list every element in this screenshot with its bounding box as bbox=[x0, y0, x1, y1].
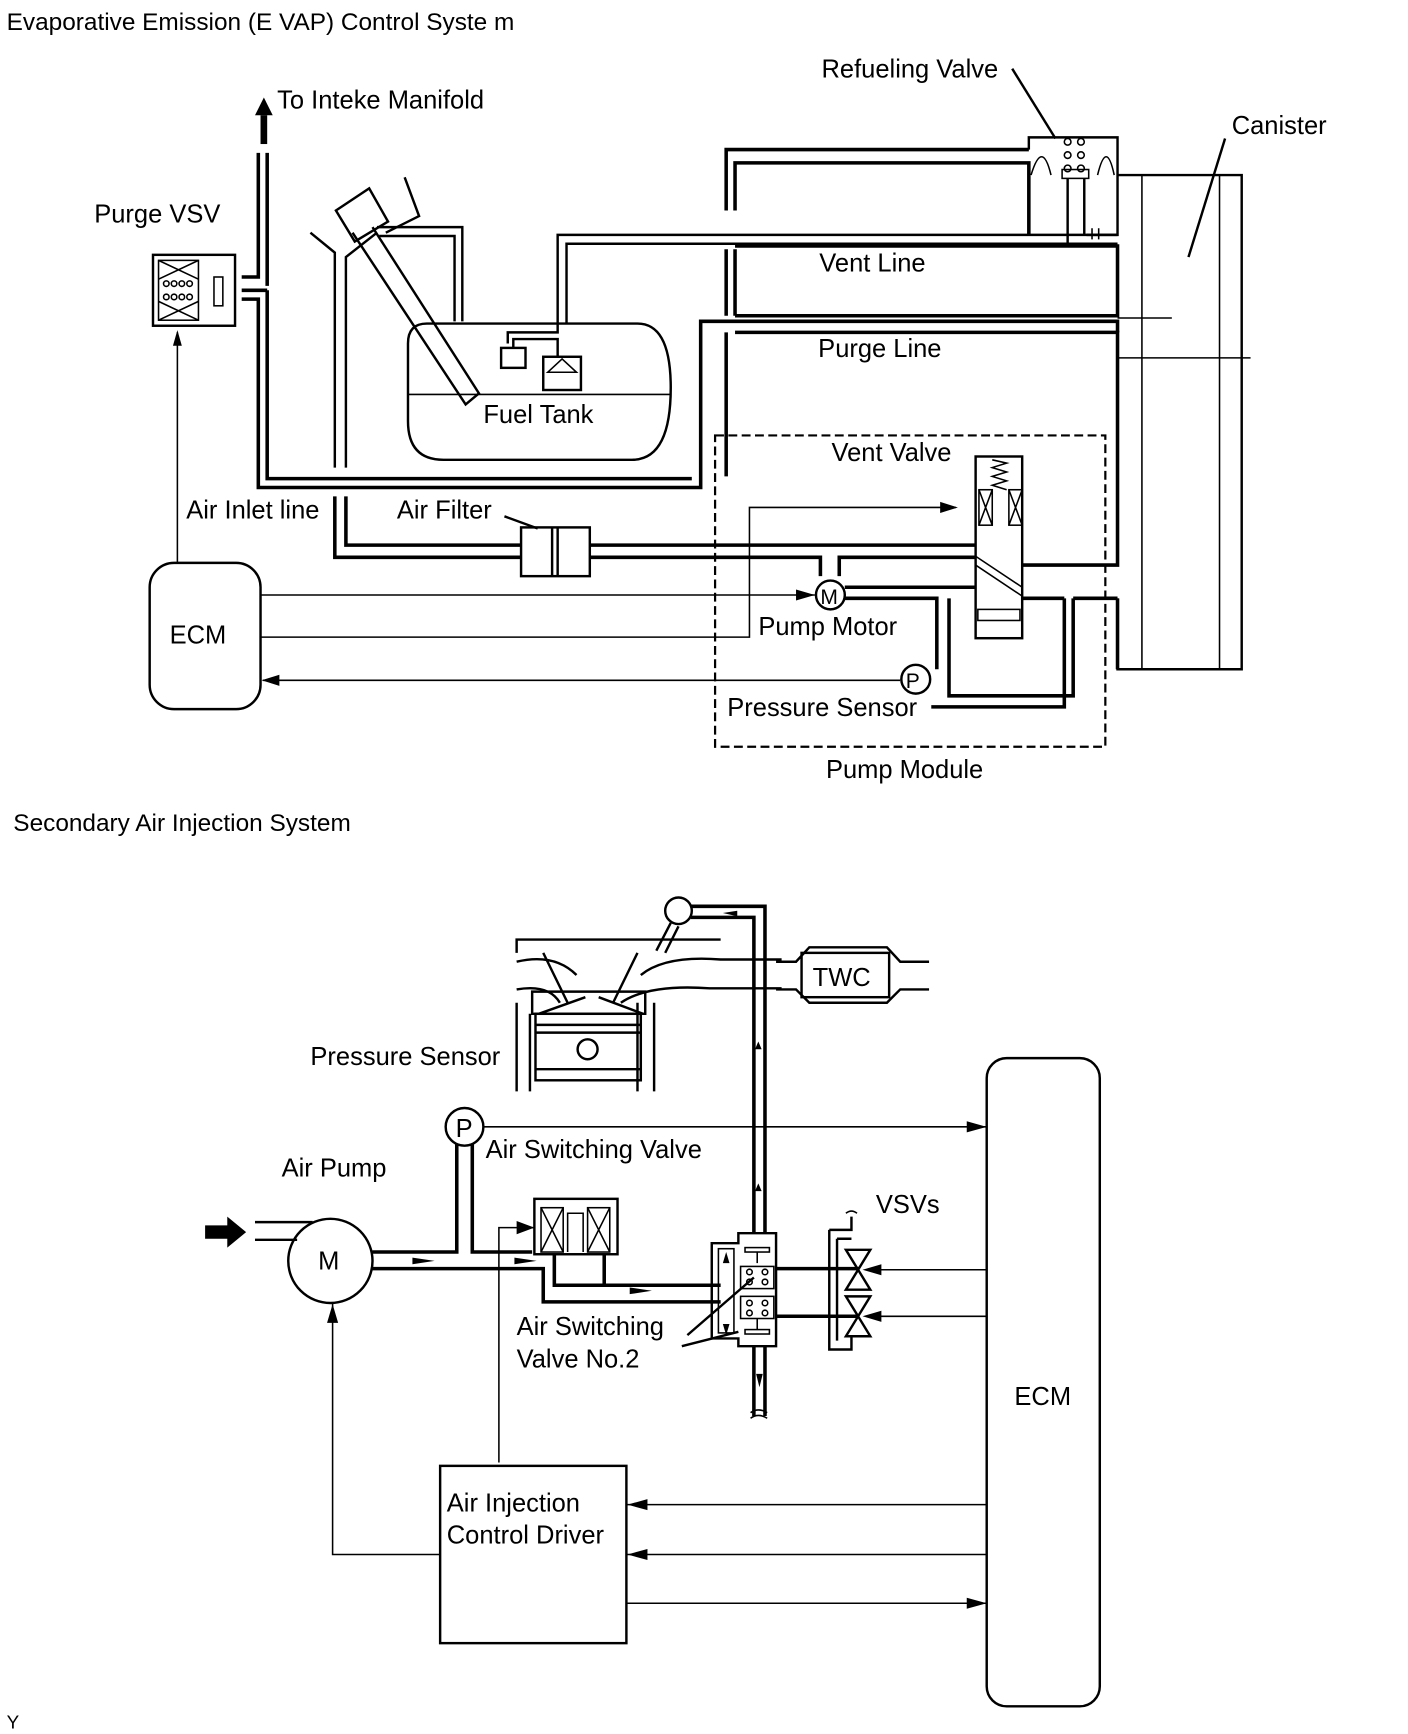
air-switching-valve-icon bbox=[533, 1197, 619, 1256]
pump-motor-icon bbox=[814, 579, 847, 611]
air-injection-title: Secondary Air Injection System bbox=[13, 810, 350, 837]
evap-ecm-box bbox=[148, 561, 262, 711]
air-pressure-sensor-label: Pressure Sensor bbox=[310, 1043, 500, 1071]
air-injection-section: Secondary Air Injection System TWC Press… bbox=[13, 810, 1102, 1708]
tank-valve-large-icon bbox=[542, 355, 583, 392]
tank-valve-small-icon bbox=[499, 346, 527, 370]
air-pump-label: Air Pump bbox=[282, 1155, 387, 1183]
pump-module-boundary bbox=[713, 434, 1107, 748]
driver-label-line1: Air Injection bbox=[447, 1489, 580, 1517]
fuel-tank-outline bbox=[406, 322, 672, 462]
air-switching-valve-label: Air Switching Valve bbox=[486, 1136, 702, 1164]
air-ecm-box bbox=[985, 1056, 1102, 1708]
twc-label: TWC bbox=[813, 964, 871, 992]
evap-section: Evaporative Emission (E VAP) Control Sys… bbox=[7, 9, 1328, 784]
evap-ecm-label: ECM bbox=[170, 622, 227, 650]
air-pump-motor-symbol: M bbox=[318, 1248, 339, 1276]
air-inlet-line-label: Air Inlet line bbox=[186, 497, 319, 525]
vsvs-icon bbox=[776, 1210, 873, 1351]
air-filter-label: Air Filter bbox=[397, 497, 492, 525]
air-pressure-symbol: P bbox=[456, 1115, 473, 1143]
air-injection-nozzle-icon bbox=[663, 896, 694, 926]
air-pump-motor-icon bbox=[287, 1217, 374, 1305]
to-intake-label: To Inteke Manifold bbox=[277, 87, 484, 115]
air-filter-icon bbox=[519, 526, 592, 578]
fuel-tank-label: Fuel Tank bbox=[483, 401, 593, 429]
vent-line-label: Vent Line bbox=[819, 249, 925, 277]
air-switching-valve-no2-icon bbox=[710, 1231, 778, 1419]
refueling-valve-label: Refueling Valve bbox=[822, 56, 999, 84]
purge-vsv-icon bbox=[151, 253, 237, 327]
canister-label: Canister bbox=[1232, 112, 1327, 140]
evap-pressure-symbol: P bbox=[906, 670, 920, 693]
purge-line-label: Purge Line bbox=[818, 335, 941, 363]
pump-motor-label: Pump Motor bbox=[758, 613, 897, 641]
driver-label-line2: Control Driver bbox=[447, 1521, 605, 1549]
evap-title: Evaporative Emission (E VAP) Control Sys… bbox=[7, 9, 515, 36]
canister-body bbox=[1116, 173, 1251, 671]
refueling-valve-icon bbox=[1027, 136, 1119, 246]
air-ecm-label: ECM bbox=[1014, 1383, 1071, 1411]
evap-pressure-sensor-icon bbox=[900, 663, 932, 695]
asv2-label-line2: Valve No.2 bbox=[517, 1345, 640, 1373]
pump-motor-symbol: M bbox=[820, 586, 838, 609]
asv2-label-line1: Air Switching bbox=[517, 1313, 664, 1341]
evap-pressure-sensor-label: Pressure Sensor bbox=[727, 694, 917, 722]
vent-valve-label: Vent Valve bbox=[831, 439, 951, 467]
air-intake-arrow-icon bbox=[205, 1216, 247, 1248]
vsvs-label: VSVs bbox=[876, 1191, 940, 1219]
twc-box bbox=[800, 951, 891, 999]
filler-neck-icon bbox=[309, 176, 481, 468]
engine-cylinder-icon bbox=[515, 938, 782, 1092]
pump-module-label: Pump Module bbox=[826, 756, 983, 784]
purge-vsv-label: Purge VSV bbox=[94, 201, 220, 229]
vent-valve-icon bbox=[974, 455, 1024, 640]
footer-mark: Y bbox=[7, 1711, 20, 1732]
to-intake-arrow-icon bbox=[254, 97, 273, 145]
